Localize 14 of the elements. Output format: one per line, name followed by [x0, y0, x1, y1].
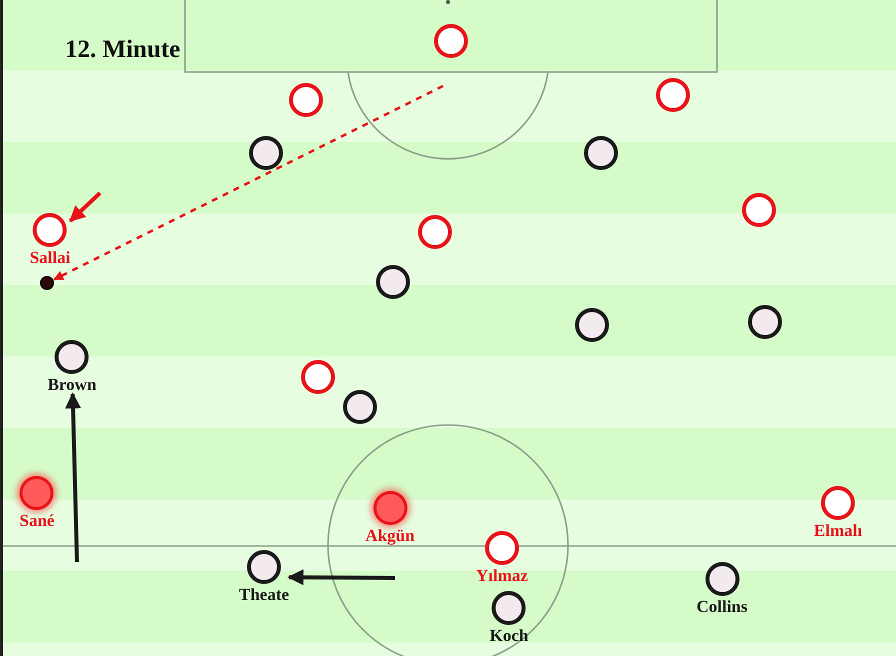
arrow	[287, 569, 396, 586]
player-name: Yılmaz	[476, 566, 528, 585]
player-name: Akgün	[365, 526, 415, 545]
player-name: Koch	[490, 626, 528, 645]
player-name: Sané	[20, 511, 54, 530]
player-name: Brown	[48, 375, 96, 394]
player-name: Elmalı	[814, 521, 862, 540]
diagram-title: 12. Minute	[65, 36, 180, 64]
arrow	[65, 392, 82, 562]
player-name: Sallai	[30, 248, 70, 267]
arrow	[53, 84, 444, 281]
arrow	[68, 192, 102, 222]
player-name: Theate	[238, 585, 290, 604]
player-name: Collins	[696, 597, 748, 616]
